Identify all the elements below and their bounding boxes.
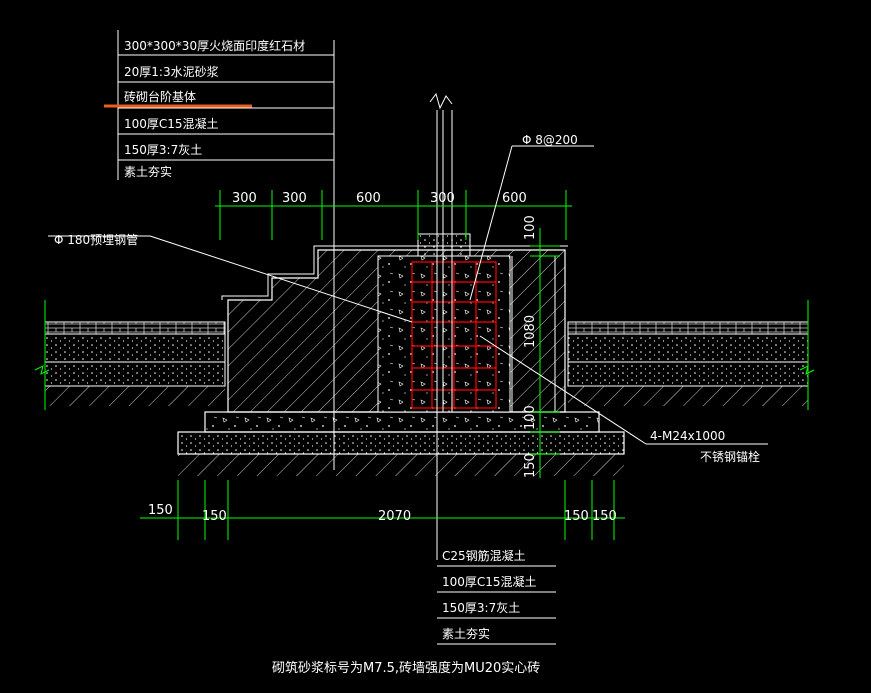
callout-6: 素土夯实 xyxy=(124,164,172,179)
bottom-callout-2: 100厚C15混凝土 xyxy=(442,574,537,589)
bottom-callout-1: C25钢筋混凝土 xyxy=(442,548,526,563)
brick-step-body xyxy=(221,233,568,413)
bottom-dimensions: 150 150 2070 150 150 xyxy=(140,480,625,540)
bolts xyxy=(333,40,453,560)
leaders xyxy=(48,145,768,445)
dim-top-3: 600 xyxy=(356,191,381,206)
dim-right-3: 100 xyxy=(523,405,538,430)
dim-bottom-2: 150 xyxy=(564,509,589,524)
bolt-count-label: 4-M24x1000 xyxy=(650,429,725,443)
callout-5: 150厚3:7灰土 xyxy=(124,143,202,157)
dim-bottom-3: 150 xyxy=(592,509,617,524)
bottom-callout-3: 150厚3:7灰土 xyxy=(442,601,520,615)
ground-left xyxy=(34,300,226,410)
foundation xyxy=(177,411,625,476)
rebar-cage xyxy=(411,261,497,409)
callout-1: 300*300*30厚火烧面印度红石材 xyxy=(124,38,305,53)
dim-right-4: 150 xyxy=(523,453,538,478)
callout-4: 100厚C15混凝土 xyxy=(124,116,219,131)
dim-right-2: 1080 xyxy=(523,315,538,348)
bottom-callout-table: C25钢筋混凝土 100厚C15混凝土 150厚3:7灰土 素土夯实 xyxy=(437,548,556,645)
right-dimensions: 100 1080 100 150 xyxy=(523,215,560,478)
bottom-callout-4: 素土夯实 xyxy=(442,626,490,641)
ground-right xyxy=(567,300,815,410)
rebar-label: Φ 8@200 xyxy=(522,133,578,147)
dim-bottom-total: 2070 xyxy=(378,509,411,524)
top-dimensions: 300 300 600 300 600 xyxy=(215,190,572,240)
dim-top-1: 300 xyxy=(232,191,257,206)
callout-2: 20厚1:3水泥砂浆 xyxy=(124,64,219,79)
pipe-label: Φ 180预埋钢管 xyxy=(54,232,138,247)
top-callout-table: 300*300*30厚火烧面印度红石材 20厚1:3水泥砂浆 砖砌台阶基体 10… xyxy=(104,30,334,180)
dim-top-4: 300 xyxy=(430,191,455,206)
dim-top-5: 600 xyxy=(502,191,527,206)
bolt-type-label: 不锈钢锚栓 xyxy=(700,449,760,464)
dim-right-1: 100 xyxy=(523,215,538,240)
dim-bottom-1: 150 xyxy=(202,509,227,524)
dim-top-2: 300 xyxy=(282,191,307,206)
callout-3: 砖砌台阶基体 xyxy=(124,89,196,104)
dim-bottom-0: 150 xyxy=(148,503,173,518)
drawing-note: 砌筑砂浆标号为M7.5,砖墙强度为MU20实心砖 xyxy=(272,660,540,676)
